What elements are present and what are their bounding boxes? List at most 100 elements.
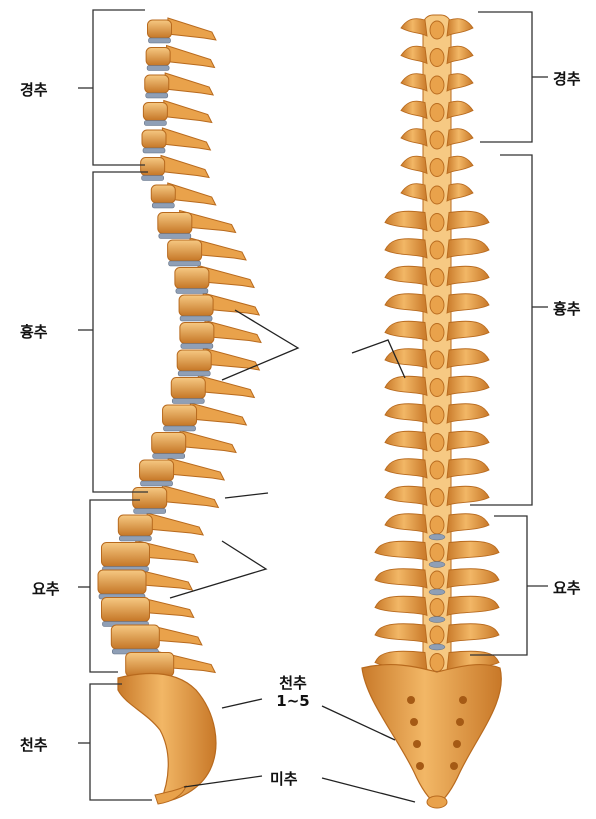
pointer-disc-mid xyxy=(225,493,268,498)
bracket-cervical-right xyxy=(478,12,532,142)
transverse-process-left xyxy=(385,404,427,423)
transverse-process-right xyxy=(447,266,489,285)
spinous-process-posterior xyxy=(430,406,444,424)
vertebral-body xyxy=(118,515,152,536)
posterior-disc xyxy=(429,534,445,540)
vertebral-body xyxy=(175,268,209,289)
transverse-process-left xyxy=(375,541,427,560)
spinous-process-posterior xyxy=(430,296,444,314)
vertebral-body xyxy=(151,185,175,203)
vertebral-body xyxy=(168,240,202,261)
transverse-process-right xyxy=(447,569,499,588)
vertebral-body xyxy=(146,48,170,66)
transverse-process-left xyxy=(401,129,427,146)
transverse-process-right xyxy=(447,541,499,560)
sacral-foramen-right xyxy=(456,718,464,726)
transverse-process-left xyxy=(375,624,427,643)
spinous-process-posterior xyxy=(430,599,444,617)
intervertebral-disc xyxy=(172,399,204,404)
intervertebral-disc xyxy=(152,203,174,208)
transverse-process-left xyxy=(385,321,427,340)
label-sacrum-range: 1~5 xyxy=(264,692,322,710)
spinous-process-posterior xyxy=(430,159,444,177)
vertebral-body xyxy=(98,570,146,594)
posterior-disc xyxy=(429,589,445,595)
vertebral-body xyxy=(158,213,192,234)
transverse-process-right xyxy=(447,239,489,258)
posterior-disc xyxy=(429,617,445,623)
transverse-process-left xyxy=(401,46,427,63)
intervertebral-disc xyxy=(149,38,171,43)
spinous-process xyxy=(164,101,212,123)
label-cervical-left: 경추 xyxy=(20,79,48,100)
transverse-process-right xyxy=(447,376,489,395)
spinous-process-posterior xyxy=(430,544,444,562)
vertebral-body xyxy=(142,130,166,148)
vertebral-body xyxy=(180,323,214,344)
intervertebral-disc xyxy=(134,509,166,514)
pointer-lumbar-disc xyxy=(170,541,266,598)
vertebral-body xyxy=(133,488,167,509)
bracket-thoracic-left xyxy=(93,172,148,492)
lateral-spine-view xyxy=(98,18,261,804)
spinous-process xyxy=(190,403,246,425)
transverse-process-left xyxy=(385,239,427,258)
spinous-process xyxy=(162,486,218,508)
spinous-process-posterior xyxy=(430,654,444,672)
posterior-disc xyxy=(429,562,445,568)
spinous-process xyxy=(162,128,210,150)
intervertebral-disc xyxy=(142,176,164,181)
spinous-process-posterior xyxy=(430,489,444,507)
transverse-process-left xyxy=(401,74,427,91)
sacral-foramen-left xyxy=(416,762,424,770)
transverse-process-right xyxy=(447,129,473,146)
intervertebral-disc xyxy=(147,66,169,71)
spinous-process-posterior xyxy=(430,241,444,259)
intervertebral-disc xyxy=(143,148,165,153)
transverse-process-right xyxy=(447,349,489,368)
spinous-process-posterior xyxy=(430,516,444,534)
sacral-foramen-right xyxy=(459,696,467,704)
transverse-process-left xyxy=(385,376,427,395)
transverse-process-left xyxy=(385,266,427,285)
sacral-foramen-right xyxy=(450,762,458,770)
coccyx-posterior xyxy=(427,796,447,808)
transverse-process-right xyxy=(447,459,489,478)
vertebral-body xyxy=(148,20,172,38)
label-cervical-right: 경추 xyxy=(553,68,581,89)
transverse-process-right xyxy=(447,211,489,230)
transverse-process-left xyxy=(385,459,427,478)
intervertebral-disc xyxy=(181,344,213,349)
label-sacrum-name: 천추 xyxy=(264,674,322,692)
sacral-foramen-left xyxy=(413,740,421,748)
spinous-process xyxy=(165,73,213,95)
transverse-process-left xyxy=(385,349,427,368)
intervertebral-disc xyxy=(180,316,212,321)
vertebral-body xyxy=(101,598,149,622)
sacral-foramen-left xyxy=(410,718,418,726)
transverse-process-right xyxy=(447,184,473,201)
intervertebral-disc xyxy=(169,261,201,266)
spinous-process-posterior xyxy=(430,21,444,39)
posterior-spine-view xyxy=(362,15,501,808)
transverse-process-right xyxy=(447,321,489,340)
spinous-process-posterior xyxy=(430,269,444,287)
transverse-process-left xyxy=(385,486,427,505)
spinous-process-posterior xyxy=(430,49,444,67)
transverse-process-left xyxy=(401,101,427,118)
spinous-process xyxy=(147,513,203,535)
transverse-process-left xyxy=(385,514,427,533)
intervertebral-disc xyxy=(119,536,151,541)
pointer-coccyx-right xyxy=(322,778,415,802)
label-thoracic-right: 흉추 xyxy=(553,298,581,319)
spinous-process-posterior xyxy=(430,626,444,644)
spinous-process-posterior xyxy=(430,214,444,232)
spinous-process-posterior xyxy=(430,131,444,149)
intervertebral-disc xyxy=(178,371,210,376)
vertebral-body xyxy=(163,405,197,426)
label-lumbar-left: 요추 xyxy=(32,578,60,599)
transverse-process-left xyxy=(401,19,427,36)
label-sacrum-center: 천추 1~5 xyxy=(264,674,322,710)
label-coccyx-center: 미추 xyxy=(270,768,298,789)
